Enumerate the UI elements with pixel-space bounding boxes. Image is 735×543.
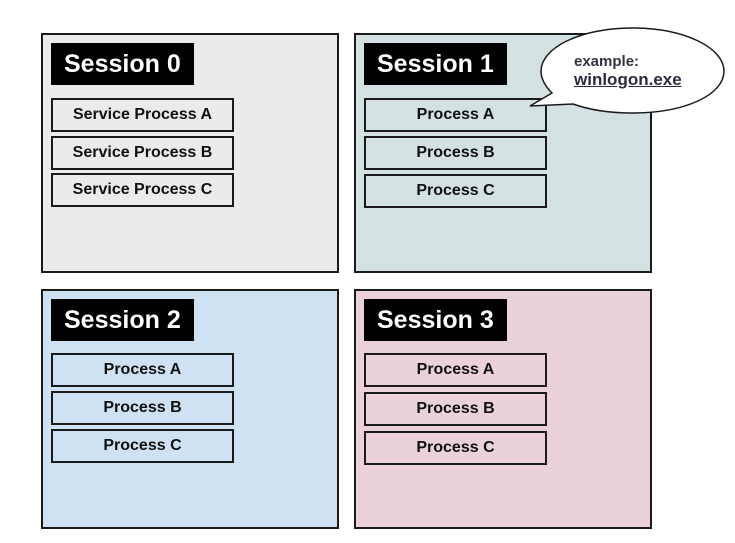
session-2-title: Session 2 (51, 299, 194, 341)
session-3-process-c: Process C (364, 431, 547, 465)
session-1-title: Session 1 (364, 43, 507, 85)
session-2-process-a: Process A (51, 353, 234, 387)
session-0-title: Session 0 (51, 43, 194, 85)
session-0-process-b: Service Process B (51, 136, 234, 170)
callout-link[interactable]: winlogon.exe (574, 70, 682, 89)
session-2-process-b: Process B (51, 391, 234, 425)
speech-bubble-shape (529, 27, 725, 114)
session-3-process-a: Process A (364, 353, 547, 387)
session-3-process-b: Process B (364, 392, 547, 426)
session-0-panel: Session 0 Service Process A Service Proc… (41, 33, 339, 273)
callout-label: example: (574, 53, 640, 70)
session-1-process-a: Process A (364, 98, 547, 132)
session-1-process-b: Process B (364, 136, 547, 170)
session-0-process-c: Service Process C (51, 173, 234, 207)
session-1-process-c: Process C (364, 174, 547, 208)
session-3-title: Session 3 (364, 299, 507, 341)
session-0-process-a: Service Process A (51, 98, 234, 132)
session-2-process-c: Process C (51, 429, 234, 463)
session-2-panel: Session 2 Process A Process B Process C (41, 289, 339, 529)
session-3-panel: Session 3 Process A Process B Process C (354, 289, 652, 529)
